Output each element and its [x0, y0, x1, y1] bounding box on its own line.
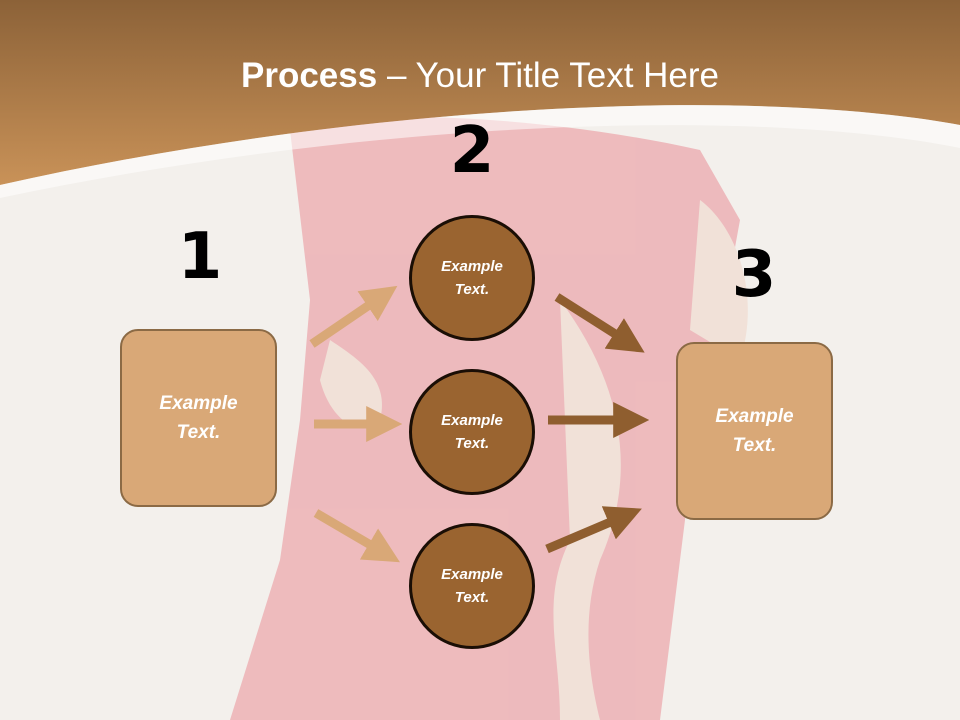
arrow-to-circle-3 — [313, 509, 400, 563]
header-band — [0, 0, 960, 185]
step-number-2: 2 — [449, 114, 495, 188]
left-box[interactable]: Example Text. — [120, 329, 277, 507]
circle-2-label: Example Text. — [441, 412, 503, 452]
step-number-1: 1 — [177, 220, 223, 294]
right-box-label: Example Text. — [715, 406, 794, 456]
circle-3-label: Example Text. — [441, 566, 503, 606]
title-bold: Process — [241, 56, 378, 95]
circle-2[interactable]: Example Text. — [409, 369, 535, 495]
left-box-label: Example Text. — [159, 393, 238, 443]
arrows — [309, 285, 650, 563]
arrow-from-circle-1 — [554, 293, 645, 353]
title-rest: – Your Title Text Here — [377, 56, 719, 95]
arrow-to-circle-1 — [309, 285, 398, 348]
arrow-from-circle-3 — [545, 506, 642, 554]
right-box[interactable]: Example Text. — [676, 342, 833, 520]
step-number-3: 3 — [731, 238, 777, 312]
circle-3[interactable]: Example Text. — [409, 523, 535, 649]
slide-title: Process – Your Title Text Here — [0, 54, 960, 98]
circle-1-label: Example Text. — [441, 258, 503, 298]
circle-1[interactable]: Example Text. — [409, 215, 535, 341]
